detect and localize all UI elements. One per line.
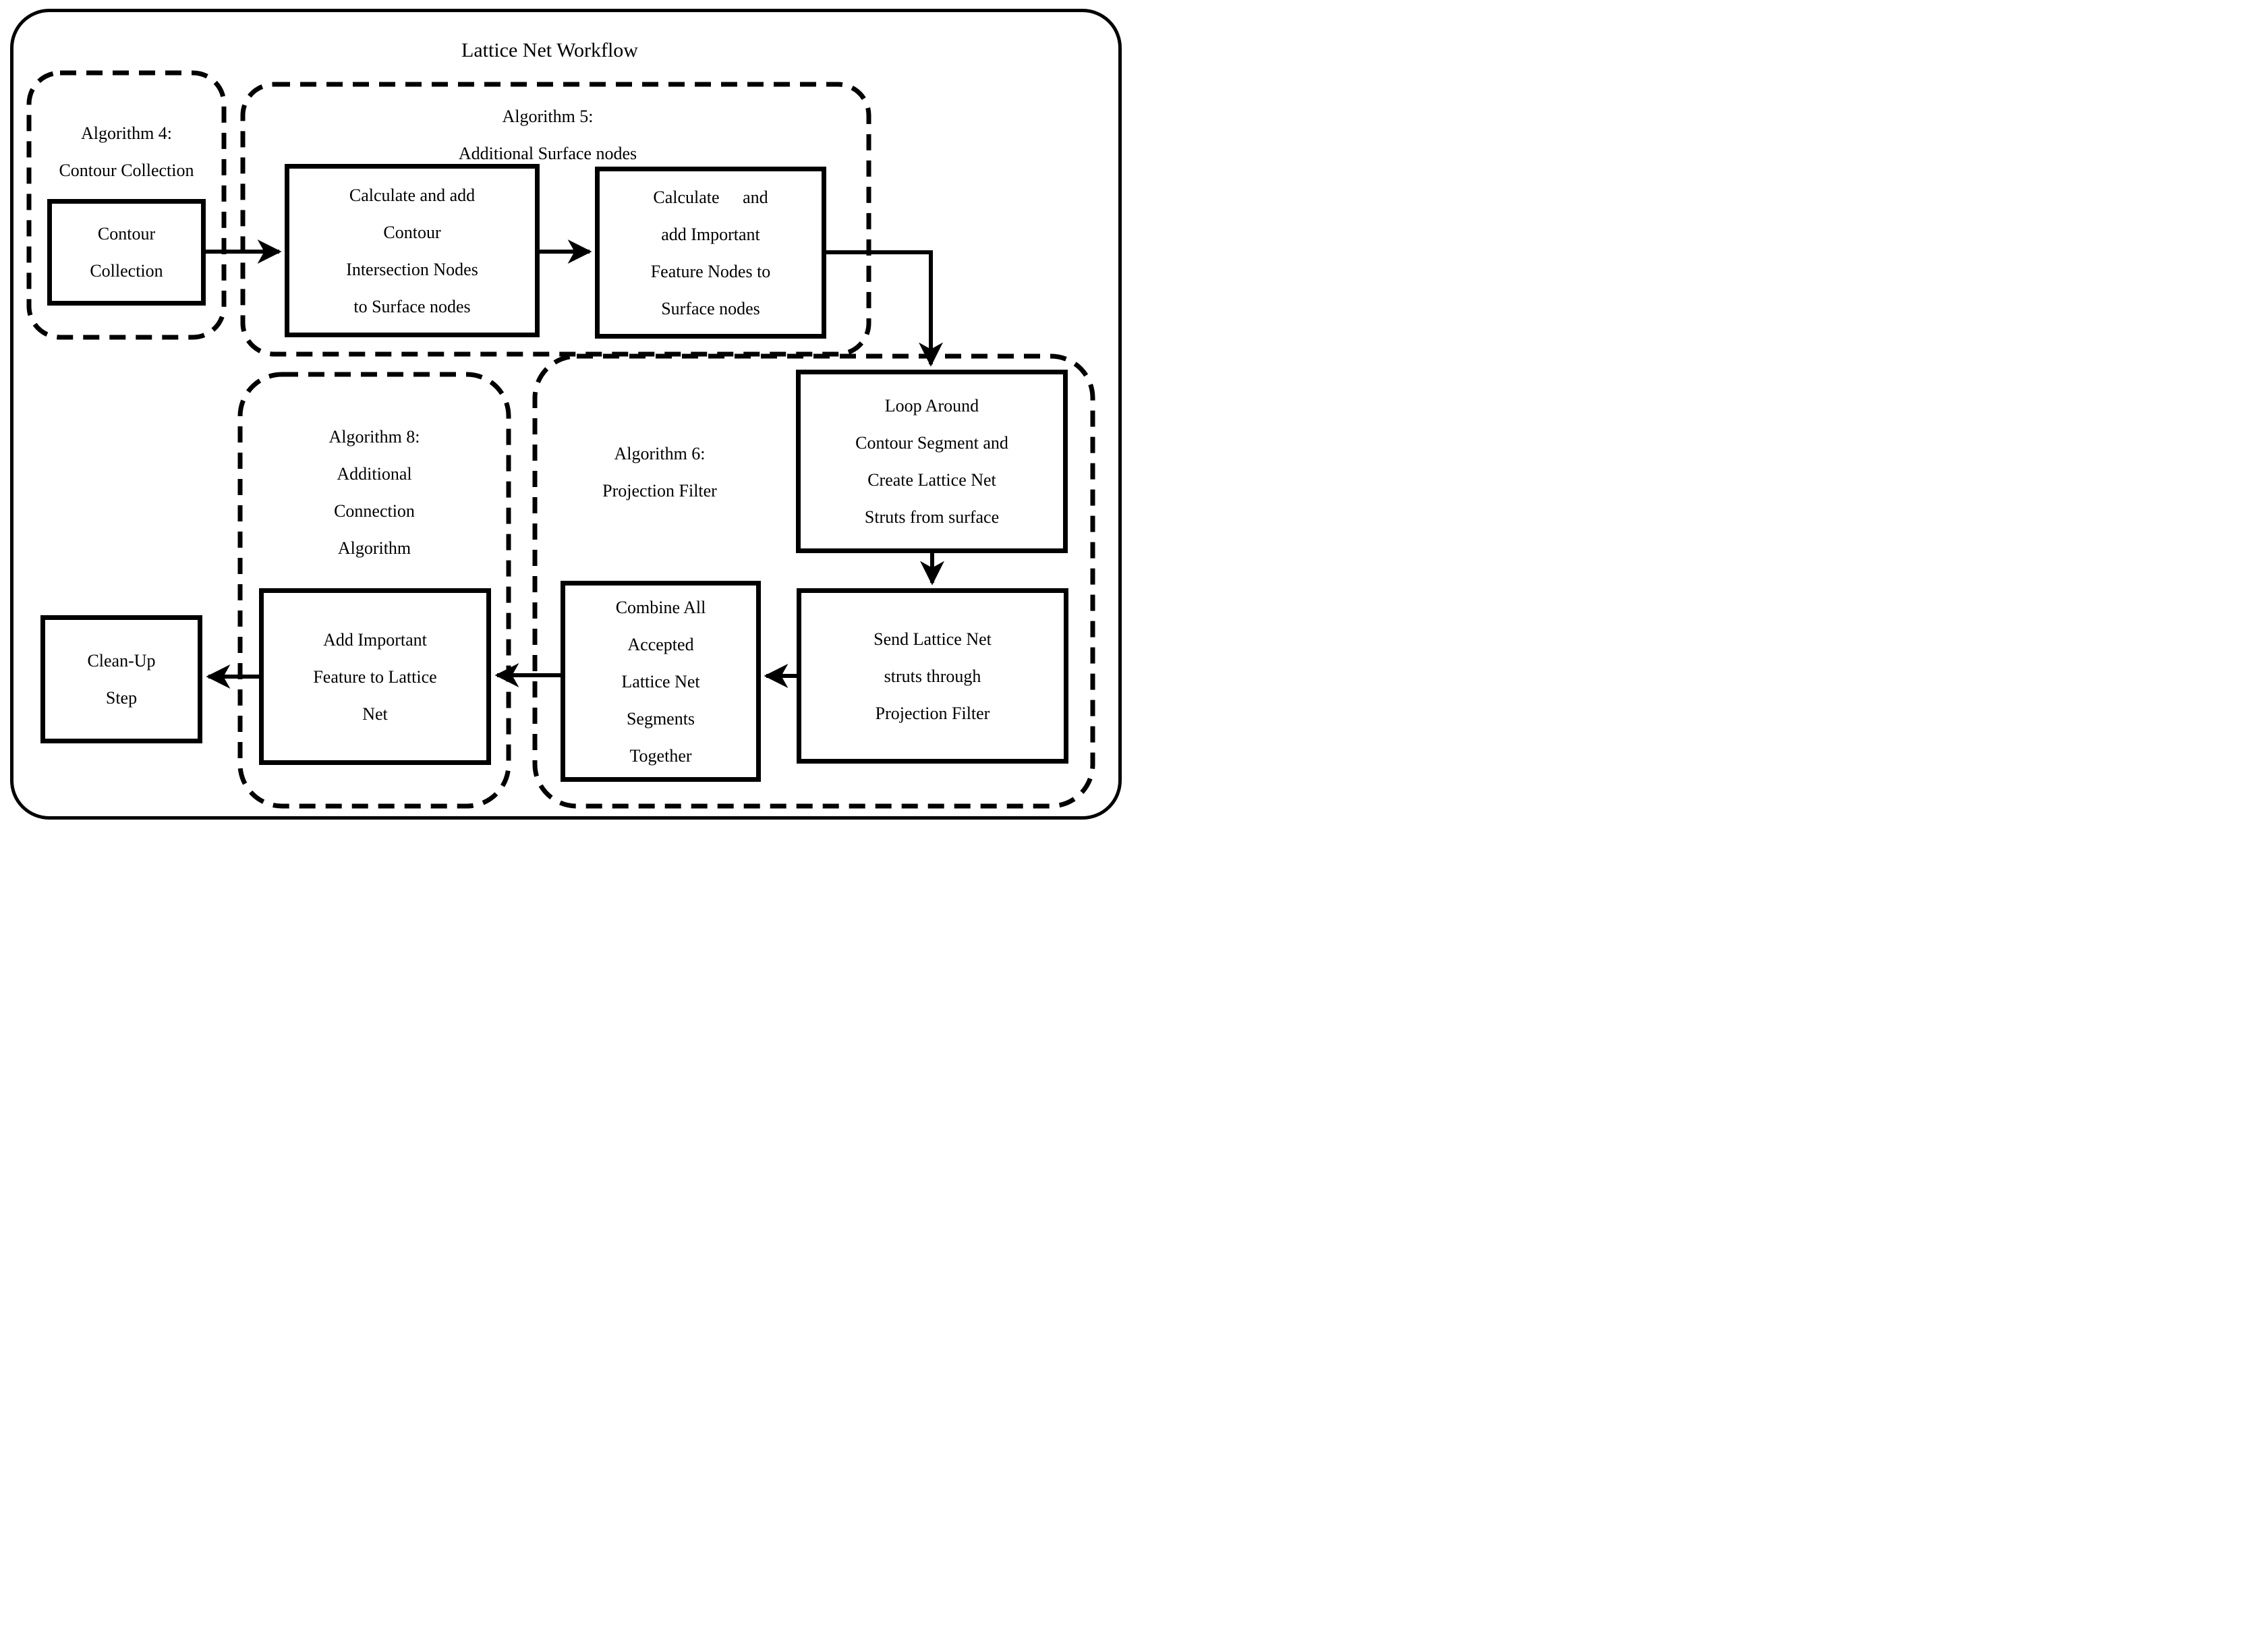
- node-text-line: Create Lattice Net: [867, 470, 996, 490]
- node-text-line: Step: [105, 688, 138, 708]
- algorithm6-label-line: Algorithm 6:: [614, 444, 706, 463]
- loop-around-contour-node: Loop Around Contour Segment and Create L…: [796, 370, 1068, 553]
- algorithm5-group-border: [240, 82, 871, 357]
- algorithm5-label-line: Additional Surface nodes: [458, 144, 637, 163]
- node-text-line: Feature Nodes to: [650, 261, 771, 281]
- algorithm6-label-line: Projection Filter: [602, 481, 717, 501]
- node-text-line: Surface nodes: [661, 298, 760, 318]
- algorithm6-group-border: [532, 353, 1095, 809]
- algorithm4-label-line: Algorithm 4:: [80, 123, 173, 143]
- node-text-line: Feature to Lattice: [313, 666, 437, 687]
- algorithm4-group-label: Algorithm 4: Contour Collection: [29, 115, 224, 189]
- node-text-line: Calculate and: [653, 187, 768, 207]
- node-text-line: Net: [362, 704, 388, 724]
- add-important-feature-node: Add Important Feature to Lattice Net: [259, 588, 491, 765]
- algorithm8-group-border: [237, 372, 511, 809]
- algorithm8-label-line: Additional: [337, 464, 412, 484]
- arrow-calc-feature-to-loop-around: [826, 250, 943, 367]
- clean-up-step-node: Clean-Up Step: [40, 615, 202, 743]
- lattice-net-workflow-diagram: Lattice Net Workflow Algorithm 4: Contou…: [0, 0, 1132, 826]
- node-text-line: Together: [629, 745, 692, 766]
- algorithm5-group-label: Algorithm 5: Additional Surface nodes: [251, 98, 844, 172]
- node-text-line: Contour: [383, 222, 441, 242]
- node-text-line: Clean-Up: [87, 651, 156, 671]
- node-text-line: Lattice Net: [621, 671, 700, 691]
- algorithm6-group-label: Algorithm 6: Projection Filter: [562, 435, 757, 509]
- node-text-line: Intersection Nodes: [346, 259, 478, 279]
- algorithm5-label-line: Algorithm 5:: [502, 107, 594, 126]
- calc-contour-intersection-node: Calculate and add Contour Intersection N…: [285, 164, 540, 337]
- node-text-line: Loop Around: [884, 396, 979, 416]
- calc-important-feature-node: Calculate and add Important Feature Node…: [595, 167, 826, 339]
- node-text-line: Projection Filter: [875, 703, 990, 723]
- algorithm8-group-label: Algorithm 8: Additional Connection Algor…: [273, 418, 476, 567]
- node-text-line: Segments: [626, 708, 695, 729]
- algorithm8-label-line: Algorithm 8:: [328, 427, 420, 447]
- diagram-title: Lattice Net Workflow: [461, 39, 638, 61]
- algorithm8-label-line: Algorithm: [337, 538, 411, 558]
- node-text-line: struts through: [884, 666, 981, 686]
- connector-layer: [26, 70, 1095, 809]
- node-text-line: Accepted: [627, 634, 694, 654]
- node-text-line: Calculate and add: [349, 185, 476, 205]
- combine-segments-node: Combine All Accepted Lattice Net Segment…: [561, 581, 761, 782]
- node-text-line: Contour: [97, 224, 156, 244]
- algorithm4-label-line: Contour Collection: [59, 161, 194, 180]
- algorithm8-label-line: Connection: [334, 501, 415, 521]
- node-text-line: Contour Segment and: [855, 433, 1008, 453]
- node-text-line: Combine All: [615, 597, 706, 617]
- node-text-line: to Surface nodes: [353, 296, 471, 316]
- node-text-line: Struts from surface: [864, 507, 1000, 527]
- node-text-line: Send Lattice Net: [873, 629, 992, 649]
- node-text-line: add Important: [661, 224, 760, 244]
- node-text-line: Add Important: [323, 629, 427, 650]
- send-struts-projection-filter-node: Send Lattice Net struts through Projecti…: [797, 588, 1068, 764]
- contour-collection-node: Contour Collection: [47, 199, 206, 306]
- workflow-outer-border: [10, 9, 1122, 820]
- algorithm4-group-border: [26, 70, 227, 340]
- node-text-line: Collection: [90, 261, 163, 281]
